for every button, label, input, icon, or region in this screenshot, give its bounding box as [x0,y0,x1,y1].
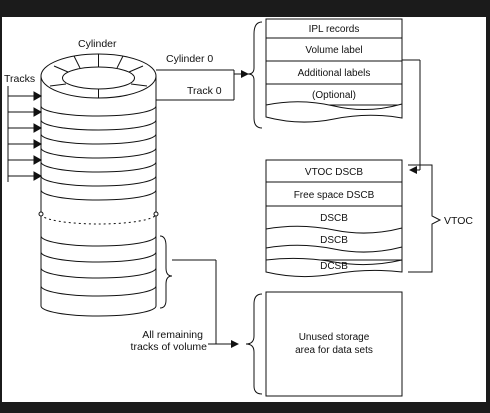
remaining-connector [159,235,239,348]
cylinder0-label: Cylinder 0 [166,53,213,65]
vtoc-stack [265,159,442,278]
vtoc-row-1: Free space DSCB [294,190,375,201]
cylinder0-connector [156,69,249,101]
tracks-label: Tracks [4,73,35,85]
cylinder-drawing [38,53,159,317]
vtoc-row-2: DSCB [320,213,348,224]
ipl-vtoc-connector [402,59,421,174]
ipl-row-1: Volume label [305,45,362,56]
vtoc-row-0: VTOC DSCB [305,167,363,178]
cylinder-label: Cylinder [78,38,117,50]
vtoc-row-3: DSCB [320,235,348,246]
remaining-label-2: tracks of volume [131,341,208,353]
vtoc-label: VTOC [444,215,473,227]
ipl-row-3: (Optional) [312,90,356,101]
storage-text-1: Unused storage [299,332,370,343]
ipl-stack-text: IPL records Volume label Additional labe… [298,24,371,101]
ipl-row-2: Additional labels [298,68,371,79]
vtoc-stack-text: VTOC DSCB Free space DSCB DSCB DSCB DCSB [294,167,375,272]
ipl-stack [247,18,403,129]
storage-area [245,291,403,397]
remaining-label-1: All remaining [142,329,203,341]
track0-label: Track 0 [187,85,222,97]
vtoc-row-4: DCSB [320,261,348,272]
ipl-row-0: IPL records [309,24,360,35]
track-arrows [7,86,43,182]
storage-text-2: area for data sets [295,345,373,356]
